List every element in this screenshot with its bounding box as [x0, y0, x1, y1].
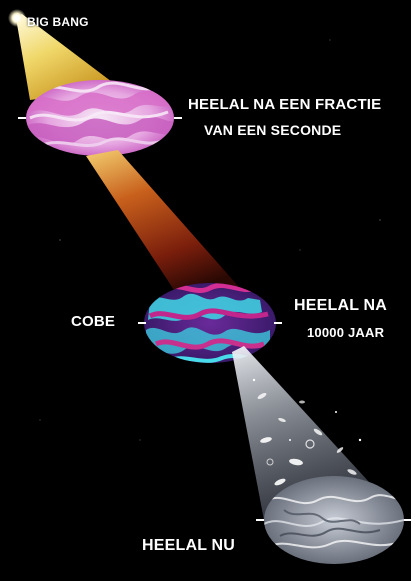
cobe-label: COBE — [71, 313, 115, 330]
universe-10000-label-line2: 10000 JAAR — [307, 325, 384, 340]
universe-now-label: HEELAL NU — [142, 537, 235, 555]
big-bang-label: BIG BANG — [27, 15, 89, 29]
big-bang-core — [14, 15, 21, 22]
early-universe-label-line1: HEELAL NA EEN FRACTIE — [188, 96, 381, 113]
early-universe-label-line2: VAN EEN SECONDE — [204, 122, 341, 138]
universe-10000-label-line1: HEELAL NA — [294, 297, 387, 315]
right-margin — [411, 0, 419, 581]
